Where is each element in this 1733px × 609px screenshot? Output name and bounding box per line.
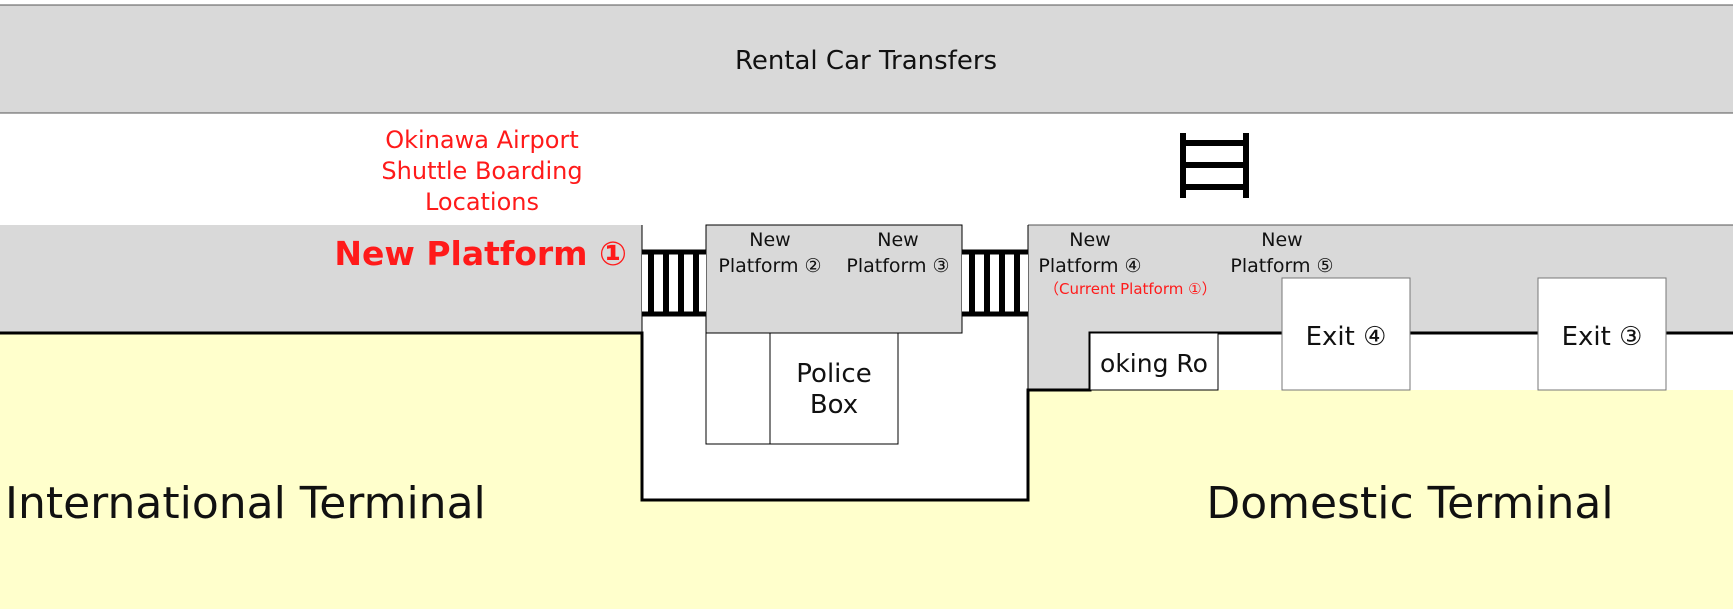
smoking-room — [1089, 332, 1219, 391]
crosswalk-icon — [642, 249, 706, 317]
svg-text:Locations: Locations — [425, 188, 539, 216]
platform-5-label: New Platform ⑤ — [1230, 229, 1333, 277]
svg-text:Platform ⑤: Platform ⑤ — [1230, 255, 1333, 277]
exit-4-box — [1281, 277, 1411, 391]
exit-3-box — [1537, 277, 1667, 391]
platform-4-note: （Current Platform ①） — [1044, 280, 1217, 298]
international-terminal-area — [0, 333, 1733, 609]
platform-4-label: New Platform ④ （Current Platform ①） — [1038, 229, 1216, 298]
exit-4-label: Exit ④ — [1306, 322, 1387, 352]
svg-text:New: New — [1261, 229, 1302, 251]
platform-band-left — [0, 225, 642, 333]
header-title: Rental Car Transfers — [735, 46, 997, 76]
vertical-crosswalk-icon — [1180, 133, 1249, 198]
svg-text:Okinawa Airport: Okinawa Airport — [385, 126, 579, 154]
svg-text:Police: Police — [796, 359, 871, 389]
svg-text:Platform ④: Platform ④ — [1038, 255, 1141, 277]
police-box-label: Police Box — [796, 359, 871, 420]
smoking-room-label: oking Ro — [1100, 349, 1208, 378]
svg-text:New: New — [1069, 229, 1110, 251]
exit-3-label: Exit ③ — [1562, 322, 1643, 352]
platform-2-label: New Platform ② — [718, 229, 821, 277]
police-box — [769, 332, 899, 445]
shuttle-note: Okinawa Airport Shuttle Boarding Locatio… — [381, 126, 582, 216]
svg-text:New: New — [749, 229, 790, 251]
svg-text:Shuttle Boarding: Shuttle Boarding — [381, 157, 582, 185]
crosswalk-icon — [962, 249, 1028, 317]
svg-text:Box: Box — [810, 390, 858, 420]
domestic-terminal-label: Domestic Terminal — [1206, 478, 1613, 529]
svg-text:Platform ②: Platform ② — [718, 255, 821, 277]
rental-car-band — [0, 5, 1733, 113]
platform-band-center — [705, 224, 963, 334]
svg-text:New: New — [877, 229, 918, 251]
international-terminal-label: International Terminal — [5, 478, 486, 529]
svg-text:Platform ③: Platform ③ — [846, 255, 949, 277]
police-side-room — [705, 332, 771, 445]
platform-3-label: New Platform ③ — [846, 229, 949, 277]
platform-1-label: New Platform ① — [334, 234, 627, 273]
